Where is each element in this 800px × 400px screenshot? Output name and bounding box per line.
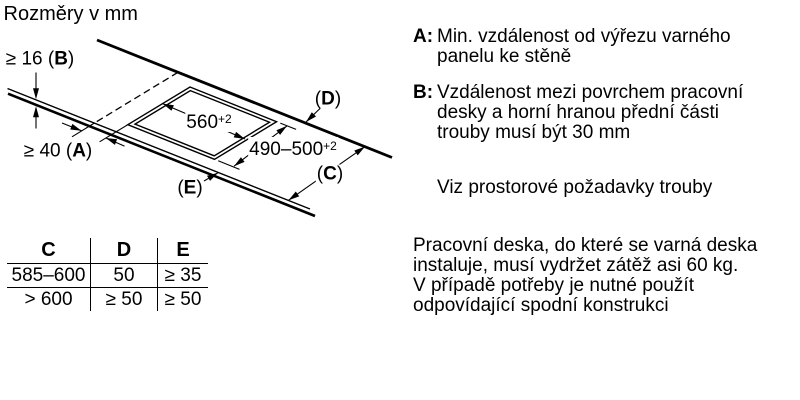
table-row: 585–600 50 ≥ 35 (7, 263, 208, 288)
note-a-text: Min. vzdálenost od výřezu varného panelu… (437, 25, 731, 67)
dimension-arrowhead (354, 146, 365, 156)
cutout-depth-dim-label: 490–500+2 (248, 136, 338, 160)
table-row: > 600 ≥ 50 ≥ 50 (7, 287, 208, 311)
c-label: (C) (315, 163, 345, 184)
dimension-table: C D E 585–600 50 ≥ 35 > 600 ≥ 50 ≥ 50 (7, 238, 208, 311)
thickness-dim-label: ≥ 16 (B) (5, 48, 75, 70)
table-cell: 50 (90, 263, 158, 288)
dimension-arrowhead (207, 172, 218, 181)
dimension-arrowhead (162, 103, 174, 111)
table-header-d: D (90, 238, 158, 264)
dimension-arrowhead (234, 157, 245, 167)
table-header-c: C (7, 238, 91, 264)
dimension-arrowhead (33, 106, 39, 118)
note-b: B:Vzdálenost mezi povrchem pracovní desk… (413, 81, 800, 143)
dimension-arrowhead (276, 125, 287, 135)
dimension-arrowhead (233, 131, 245, 139)
dimension-arrowheads (33, 88, 365, 201)
cutout-outer-outline (126, 86, 279, 161)
wall-projection-extension-line (71, 122, 95, 138)
note-oven: Viz prostorové požadavky trouby (413, 176, 800, 198)
e-label: (E) (177, 177, 203, 198)
dimension-arrowhead (33, 88, 39, 100)
note-a-label: A: (413, 25, 434, 47)
dimension-arrowhead (306, 112, 316, 122)
cutout-edge-extension-line (99, 124, 129, 143)
cutout-inner-outline (133, 89, 272, 157)
wall-projection-dashed-line (93, 71, 179, 124)
depth-ext-line-bottom (217, 160, 240, 170)
note-b-label: B: (413, 81, 434, 103)
front-edge-bottom-line (7, 92, 316, 218)
front-edge-top-line (7, 87, 311, 210)
note-worktop-text: Pracovní deska, do které se varná deska … (413, 234, 758, 316)
cutout-width-dim-label: 560+2 (185, 109, 233, 133)
table-cell: 585–600 (7, 263, 91, 288)
table-cell: ≥ 50 (90, 287, 158, 311)
wall-edge-line (96, 38, 393, 159)
note-worktop: Pracovní deska, do které se varná deska … (413, 234, 783, 316)
note-a: A:Min. vzdálenost od výřezu varného pane… (413, 25, 800, 67)
table-header-e: E (157, 238, 208, 264)
note-oven-text: Viz prostorové požadavky trouby (437, 176, 713, 198)
dimension-arrowhead (105, 138, 118, 145)
note-b-text: Vzdálenost mezi povrchem pracovní desky … (437, 81, 744, 143)
table-cell: ≥ 50 (164, 288, 202, 310)
wall-distance-dim-label: ≥ 40 (A) (23, 140, 93, 162)
table-cell: > 600 (7, 287, 91, 311)
dimension-arrowhead (288, 191, 300, 201)
depth-ext-line-right (280, 122, 297, 130)
table-cell: ≥ 35 (157, 263, 208, 288)
d-label: (D) (314, 88, 342, 110)
dimension-arrowhead (70, 123, 82, 131)
page-title: Rozměry v mm (3, 3, 138, 25)
